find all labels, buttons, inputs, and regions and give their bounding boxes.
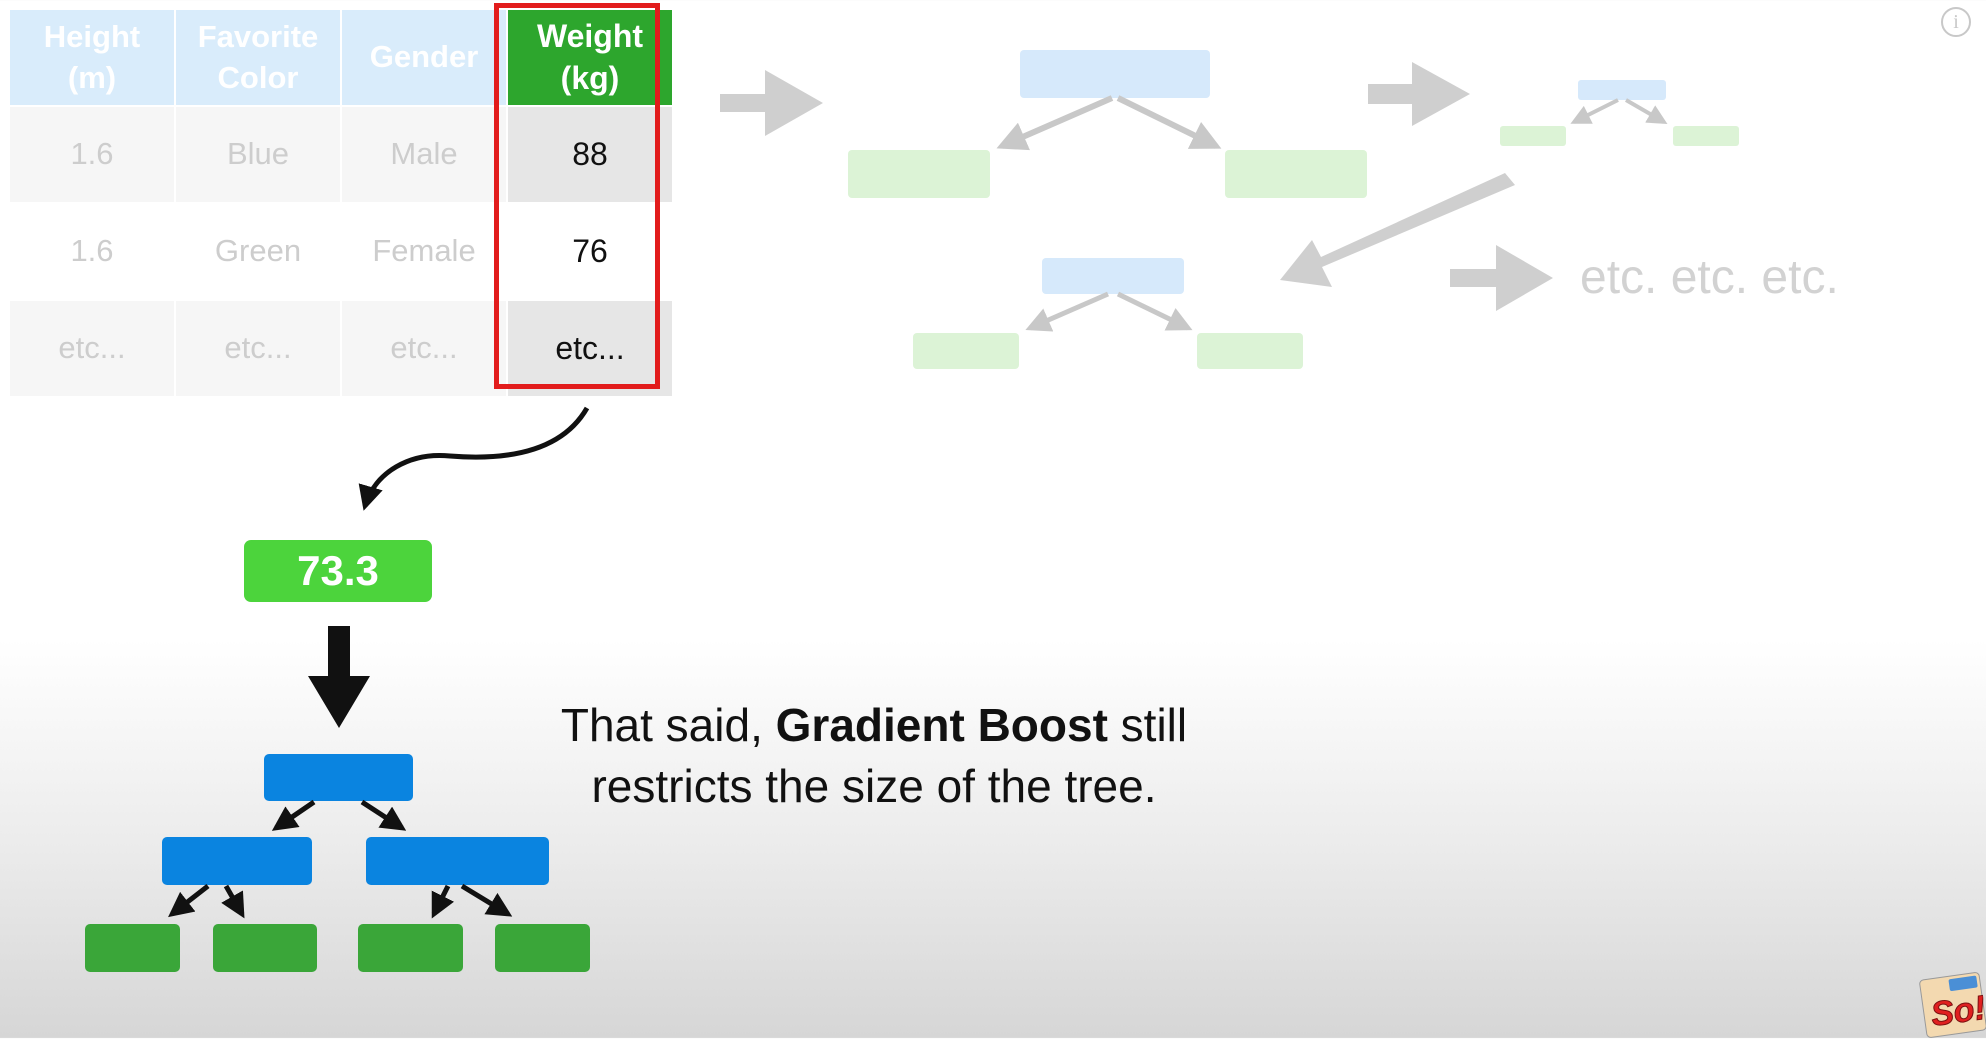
data-table: Height (m) Favorite Color Gender Weight … [10, 10, 672, 396]
caption-part1: That said, [560, 699, 776, 751]
table-cell: etc... [176, 301, 340, 396]
tree-edge-left-leaf2 [221, 884, 245, 919]
faded-tree3-edge-right [1116, 291, 1193, 331]
faded-tree2-leaf-left [1500, 126, 1566, 146]
header-weight: Weight (kg) [508, 10, 672, 105]
weight-cell: etc... [508, 301, 672, 396]
faded-tree2-leaf-right [1673, 126, 1739, 146]
tree-edge-left-leaf1 [168, 884, 210, 918]
faded-tree2-edge-left [1570, 98, 1619, 124]
faded-tree3-leaf-left [913, 333, 1019, 369]
tree-edge-right-leaf4 [460, 883, 513, 917]
table-cell: etc... [10, 301, 174, 396]
header-height: Height (m) [10, 10, 174, 105]
table-cell: Female [342, 204, 506, 299]
faded-tree1-edge-right [1116, 95, 1222, 149]
etc-label: etc. etc. etc. [1580, 251, 1839, 304]
faded-right-arrow-1 [720, 70, 823, 136]
curved-arrow [358, 406, 590, 511]
tree-edge-root-left [271, 799, 316, 831]
faded-right-arrow-2 [1368, 62, 1470, 126]
faded-tree1-leaf-right [1225, 150, 1367, 198]
tree-internal-node-right [366, 837, 549, 885]
down-arrow [308, 626, 370, 728]
weight-cell: 88 [508, 107, 672, 202]
faded-tree1-edge-left [996, 95, 1114, 151]
faded-tree3-leaf-right [1197, 333, 1303, 369]
tree-edge-right-leaf3 [431, 884, 455, 919]
table-cell: etc... [342, 301, 506, 396]
tree-leaf-3 [358, 924, 463, 972]
tree-leaf-2 [213, 924, 317, 972]
header-gender: Gender [342, 10, 506, 105]
table-cell: Green [176, 204, 340, 299]
tree-leaf-1 [85, 924, 180, 972]
caption-bold: Gradient Boost [775, 699, 1108, 751]
weight-column-highlight [494, 3, 660, 389]
faded-right-arrow-3 [1450, 245, 1553, 311]
channel-logo-icon: So! [1919, 972, 1986, 1038]
prediction-box: 73.3 [244, 540, 432, 602]
faded-tree2-root [1578, 80, 1666, 100]
caption: That said, Gradient Boost still restrict… [520, 695, 1228, 817]
table-cell: 1.6 [10, 204, 174, 299]
table-cell: Male [342, 107, 506, 202]
tree-root-node [264, 754, 413, 801]
svg-text:So!: So! [1929, 989, 1986, 1034]
tree-internal-node-left [162, 837, 312, 885]
weight-cell: 76 [508, 204, 672, 299]
faded-tree3-root [1042, 258, 1184, 294]
faded-tree1-leaf-left [848, 150, 990, 198]
faded-tree3-edge-left [1025, 291, 1109, 332]
caption-part2: still restricts the size of the tree. [591, 699, 1188, 812]
info-icon[interactable]: i [1941, 7, 1971, 37]
faded-tree1-root [1020, 50, 1210, 98]
tree-edge-root-right [360, 799, 407, 831]
tree-leaf-4 [495, 924, 590, 972]
faded-tree2-edge-right [1624, 98, 1668, 125]
header-favorite-color: Favorite Color [176, 10, 340, 105]
faded-diagonal-arrow [1280, 173, 1515, 287]
table-cell: 1.6 [10, 107, 174, 202]
table-cell: Blue [176, 107, 340, 202]
